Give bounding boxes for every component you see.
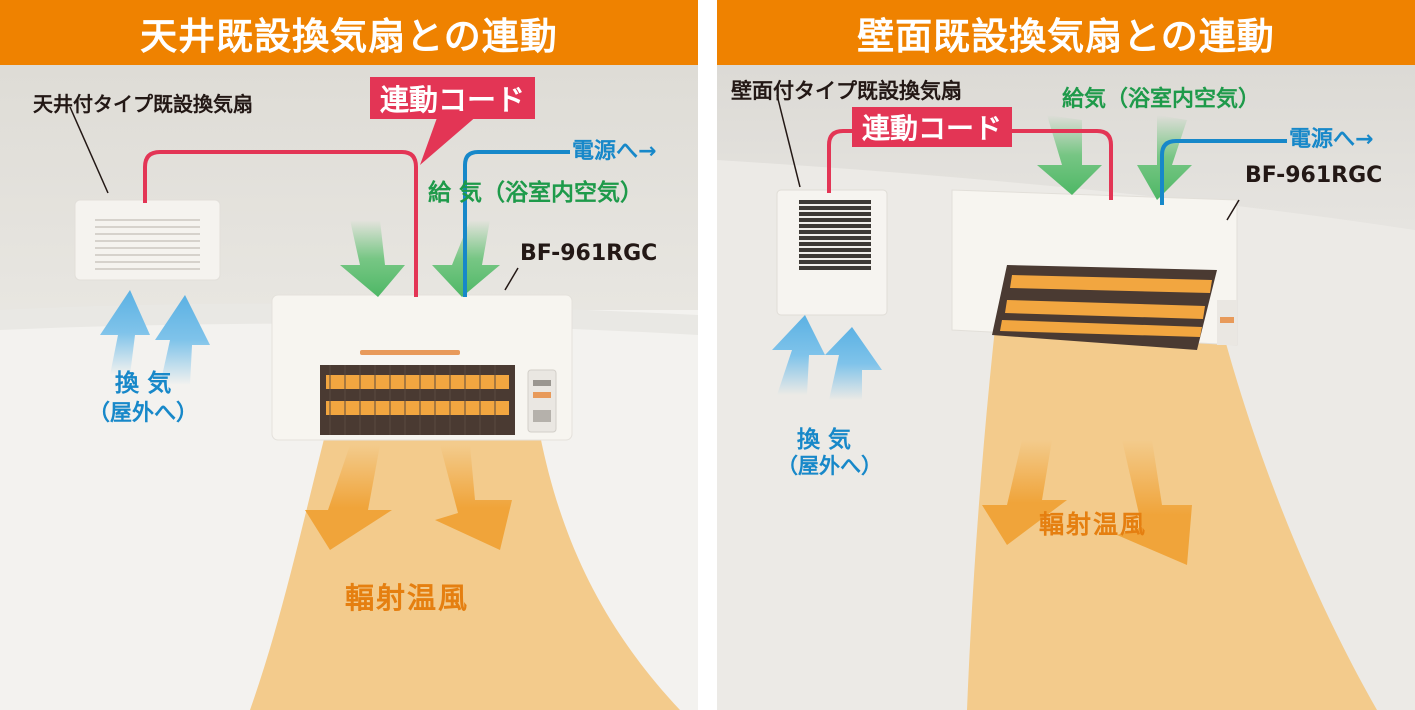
heater-unit [271,294,573,441]
power-label: 電源へ→ [572,139,657,164]
exhaust-label: 換 気 [797,427,852,453]
ceiling-illustration [0,65,698,710]
ceiling-fan-panel: 天井既設換気扇との連動 [0,0,698,710]
supply-air-label: 給気（浴室内空気） [1062,87,1261,112]
power-label: 電源へ→ [1289,127,1374,152]
ceiling-fan-unit [74,199,221,281]
link-cord-label: 連動コード [852,107,1013,147]
wall-illustration [717,65,1415,710]
model-label: BF-961RGC [520,241,658,266]
existing-fan-label: 壁面付タイプ既設換気扇 [731,79,962,103]
link-cord-label: 連動コード [370,77,536,119]
existing-fan-label: 天井付タイプ既設換気扇 [33,92,253,116]
wall-fan-unit [776,189,888,316]
supply-air-label: 給 気（浴室内空気） [428,180,644,206]
exhaust-label: 換 気 [115,369,172,397]
radiant-heat-label: 輻射温風 [345,581,470,615]
panel-title: 壁面既設換気扇との連動 [717,0,1415,65]
heater-unit [951,189,1238,350]
radiant-heat-label: 輻射温風 [1039,510,1148,539]
wall-fan-panel: 壁面既設換気扇との連動 [717,0,1415,710]
ceiling-scene: 天井付タイプ既設換気扇 連動コード 電源へ→ 給 気（浴室内空気） BF-961… [0,65,698,710]
panel-title: 天井既設換気扇との連動 [0,0,698,65]
exhaust-sub-label: （屋外へ） [777,454,882,478]
model-label: BF-961RGC [1245,163,1383,188]
exhaust-sub-label: （屋外へ） [88,401,199,426]
wall-scene: 壁面付タイプ既設換気扇 連動コード 給気（浴室内空気） 電源へ→ BF-961R… [717,65,1415,710]
